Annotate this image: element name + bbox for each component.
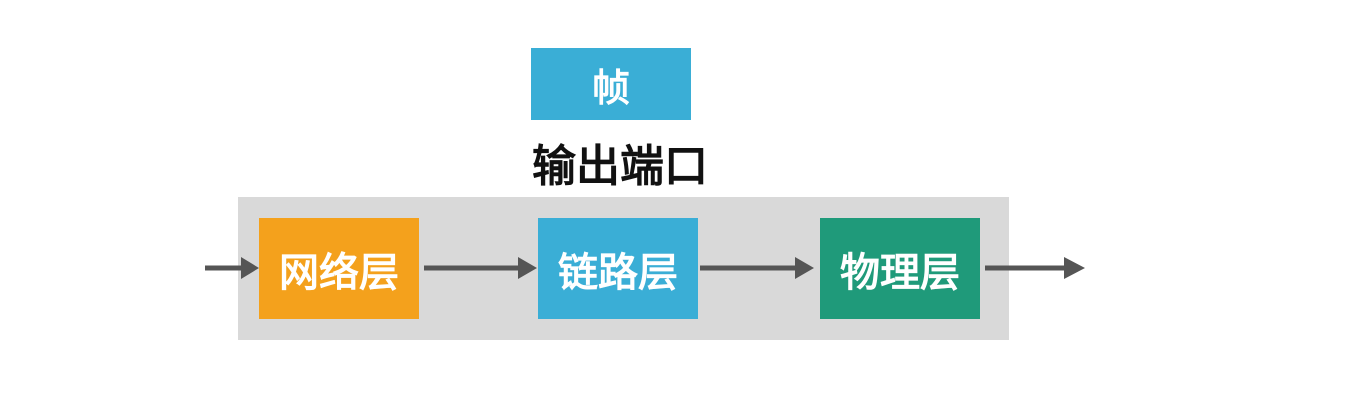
- network-layer-box: 网络层: [259, 218, 419, 319]
- link-layer-box: 链路层: [538, 218, 698, 319]
- physical-layer-box: 物理层: [820, 218, 980, 319]
- output-port-title: 输出端口: [532, 141, 708, 192]
- frame-box: 帧: [531, 48, 691, 120]
